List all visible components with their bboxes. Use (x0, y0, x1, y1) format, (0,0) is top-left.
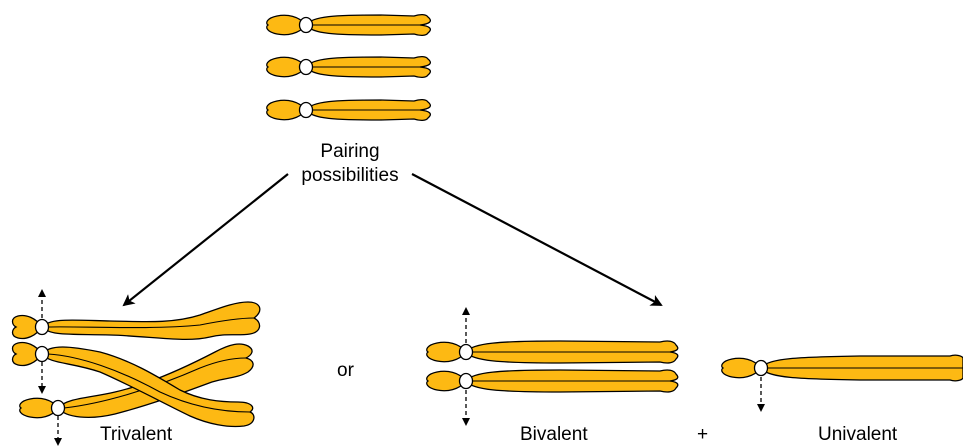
bivalent-figure (426, 307, 679, 426)
pairing-label: Pairing possibilities (290, 140, 410, 188)
arrow-to-trivalent (122, 173, 289, 307)
or-label: or (337, 360, 354, 381)
top-chromosomes (266, 13, 431, 122)
univalent-figure (721, 354, 963, 412)
univalent-label: Univalent (818, 424, 898, 445)
chromosome-top-2 (266, 55, 431, 79)
trivalent-figure (11, 289, 261, 446)
chromosome-top-3 (266, 98, 431, 122)
trivalent-label: Trivalent (100, 424, 173, 445)
chromosome-top-1 (266, 13, 431, 37)
plus-label: + (697, 424, 709, 445)
pairing-label-line1: Pairing (320, 141, 380, 162)
bivalent-label: Bivalent (520, 424, 588, 445)
pairing-label-line2: possibilities (301, 165, 399, 186)
arrow-to-bivalent (411, 173, 663, 306)
